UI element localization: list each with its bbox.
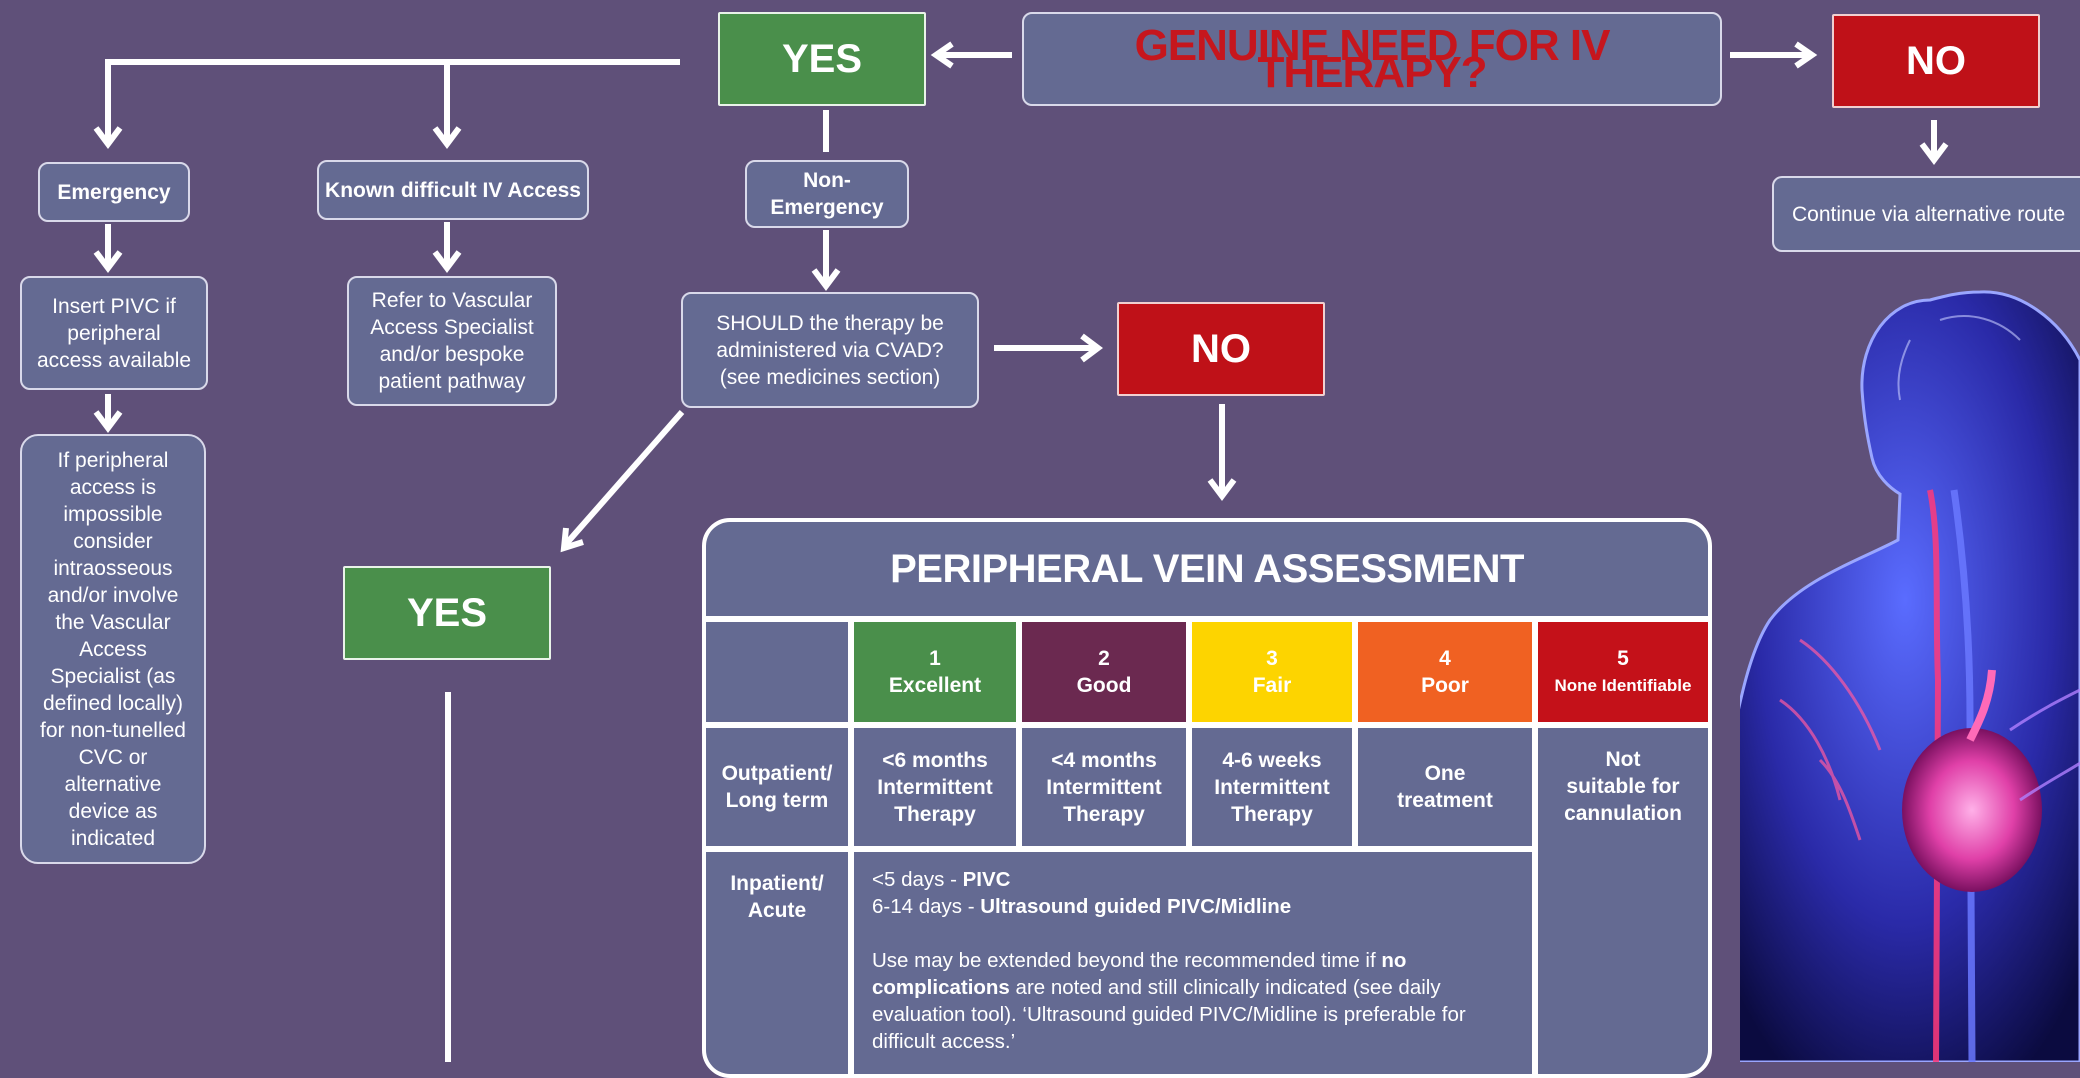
cvad-no-box: NO bbox=[1117, 302, 1325, 396]
cvad-question-box: SHOULD the therapy be administered via C… bbox=[681, 292, 979, 408]
connector-cvad-yes bbox=[563, 410, 685, 546]
arrowhead-insert bbox=[93, 250, 123, 273]
grade-label: Poor bbox=[1421, 674, 1469, 697]
grade-label: None Identifiable bbox=[1554, 676, 1692, 695]
arrowhead-cvad-no bbox=[1080, 333, 1103, 363]
inpatient-note-c: are noted and still clinically indicated… bbox=[872, 976, 1466, 1053]
human-body-illustration bbox=[1740, 290, 2080, 1062]
corner-cell bbox=[706, 622, 848, 722]
arrowhead-known-difficult bbox=[432, 126, 462, 149]
emergency-box: Emergency bbox=[38, 162, 190, 222]
inpatient-line2-bold: Ultrasound guided PIVC/Midline bbox=[980, 895, 1292, 918]
arrowhead-no bbox=[1794, 41, 1818, 69]
inpatient-note-b: no complications bbox=[872, 949, 1407, 999]
grade-number: 1 bbox=[929, 647, 941, 670]
arrowhead-cvad bbox=[811, 268, 841, 291]
outpatient-cell-4: One treatment bbox=[1358, 728, 1532, 846]
grade-label: Fair bbox=[1252, 674, 1292, 697]
not-suitable-cell: Not suitable for cannulation bbox=[1538, 728, 1708, 1074]
known-difficult-label: Known difficult IV Access bbox=[325, 178, 581, 202]
body-silhouette bbox=[1740, 290, 2080, 1062]
inpatient-label: Inpatient/ Acute bbox=[706, 852, 848, 1074]
non-emergency-box: Non- Emergency bbox=[745, 160, 909, 228]
arrowhead-emergency bbox=[93, 126, 123, 149]
inpatient-note-a: Use may be extended beyond the recommend… bbox=[872, 949, 1382, 972]
continue-box: Continue via alternative route bbox=[1772, 176, 2080, 252]
grade-label: Good bbox=[1076, 674, 1132, 697]
if-impossible-box: If peripheral access is impossible consi… bbox=[20, 434, 206, 864]
outpatient-cell-2: <4 months Intermittent Therapy bbox=[1022, 728, 1186, 846]
inpatient-line2-prefix: 6-14 days - bbox=[872, 895, 981, 918]
inpatient-note: <5 days - PIVC 6-14 days - Ultrasound gu… bbox=[854, 852, 1532, 1074]
yes-label: YES bbox=[781, 36, 863, 81]
insert-pivc-label: Insert PIVC if peripheral access availab… bbox=[36, 294, 192, 372]
cvad-question-label: SHOULD the therapy be administered via C… bbox=[716, 311, 944, 389]
question-box: GENUINE NEED FOR IV THERAPY? bbox=[1022, 12, 1722, 106]
no-box: NO bbox=[1832, 14, 2040, 108]
cvad-no-label: NO bbox=[1191, 326, 1251, 371]
arrowhead-cvad-yes bbox=[560, 527, 584, 553]
arrowhead-refer bbox=[432, 250, 462, 273]
grade-label: Excellent bbox=[888, 674, 982, 697]
emergency-label: Emergency bbox=[57, 180, 171, 204]
insert-pivc-box: Insert PIVC if peripheral access availab… bbox=[20, 276, 208, 390]
outpatient-cell-3: 4-6 weeks Intermittent Therapy bbox=[1192, 728, 1352, 846]
refer-label: Refer to Vascular Access Specialist and/… bbox=[370, 289, 534, 393]
heart bbox=[1902, 728, 2042, 892]
continue-label: Continue via alternative route bbox=[1792, 202, 2066, 226]
assessment-title: PERIPHERAL VEIN ASSESSMENT bbox=[706, 522, 1708, 616]
refer-box: Refer to Vascular Access Specialist and/… bbox=[347, 276, 557, 406]
grade-number: 2 bbox=[1098, 647, 1110, 670]
cvad-yes-box: YES bbox=[343, 566, 551, 660]
grade-number: 3 bbox=[1266, 647, 1278, 670]
question-label: GENUINE NEED FOR IV THERAPY? bbox=[1134, 21, 1611, 97]
yes-box: YES bbox=[718, 12, 926, 106]
arrowhead-continue bbox=[1919, 142, 1949, 165]
cvad-yes-label: YES bbox=[406, 590, 488, 635]
arrowhead-yes bbox=[930, 41, 954, 69]
arrowhead-assessment bbox=[1207, 478, 1237, 501]
no-label: NO bbox=[1906, 38, 1966, 83]
if-impossible-label: If peripheral access is impossible consi… bbox=[40, 448, 186, 850]
grade-number: 4 bbox=[1439, 647, 1451, 670]
outpatient-label: Outpatient/ Long term bbox=[706, 728, 848, 846]
non-emergency-label: Non- Emergency bbox=[770, 169, 884, 219]
arrowhead-impossible bbox=[93, 410, 123, 433]
inpatient-line1-bold: PIVC bbox=[962, 868, 1011, 891]
grade-number: 5 bbox=[1617, 647, 1629, 670]
inpatient-line1-prefix: <5 days - bbox=[872, 868, 963, 891]
known-difficult-box: Known difficult IV Access bbox=[317, 160, 589, 220]
outpatient-cell-1: <6 months Intermittent Therapy bbox=[854, 728, 1016, 846]
connector-emergency bbox=[105, 59, 680, 142]
